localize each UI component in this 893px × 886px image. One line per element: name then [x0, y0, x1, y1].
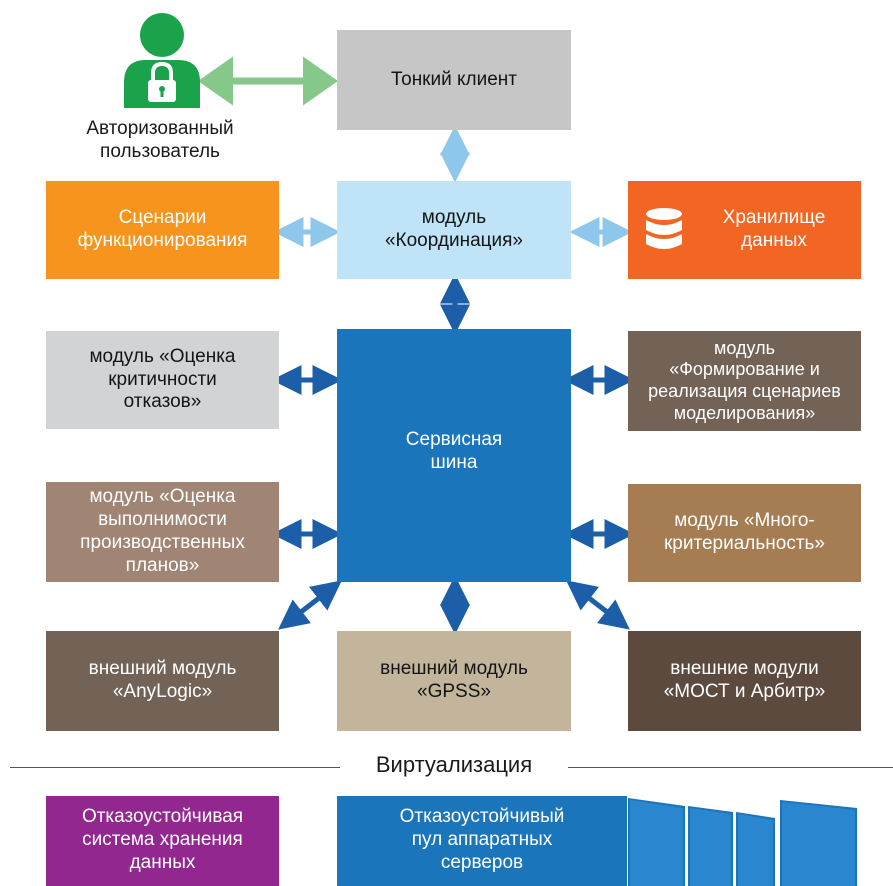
virtualization-divider-right	[568, 767, 893, 768]
thin-client-box: Тонкий клиент	[337, 30, 571, 130]
virtualization-divider-left	[10, 767, 340, 768]
scenario-modeling-module-box: модуль «Формирование и реализация сценар…	[628, 331, 861, 431]
arrow-bus-anylogic	[278, 580, 342, 630]
data-storage-box: Хранилище данных	[628, 181, 861, 279]
authorized-user-label: Авторизованный пользователь	[86, 118, 234, 163]
fault-tolerant-storage-box: Отказоустойчивая система хранения данных	[46, 796, 279, 886]
gpss-module-box: внешний модуль «GPSS»	[337, 631, 571, 731]
anylogic-module-box: внешний модуль «AnyLogic»	[46, 631, 279, 731]
most-arbitr-modules-box: внешние модули «МОСТ и Арбитр»	[628, 631, 861, 731]
fault-tolerant-server-pool-box: Отказоустойчивый пул аппаратных серверов	[337, 796, 627, 886]
operation-scenarios-box: Сценарии функционирования	[46, 181, 279, 279]
virtualization-label: Виртуализация	[344, 752, 564, 778]
database-icon	[646, 208, 682, 249]
arrow-bus-most-arbitr	[566, 580, 630, 630]
service-bus-box: Сервисная шина	[337, 329, 571, 582]
multicriteria-module-box: модуль «Много- критериальность»	[628, 484, 861, 582]
data-storage-label: Хранилище данных	[722, 207, 826, 251]
plan-feasibility-module-box: модуль «Оценка выполнимости производстве…	[46, 482, 279, 582]
coordination-module-box: модуль «Координация»	[337, 181, 571, 279]
failure-criticality-module-box: модуль «Оценка критичности отказов»	[46, 331, 279, 429]
